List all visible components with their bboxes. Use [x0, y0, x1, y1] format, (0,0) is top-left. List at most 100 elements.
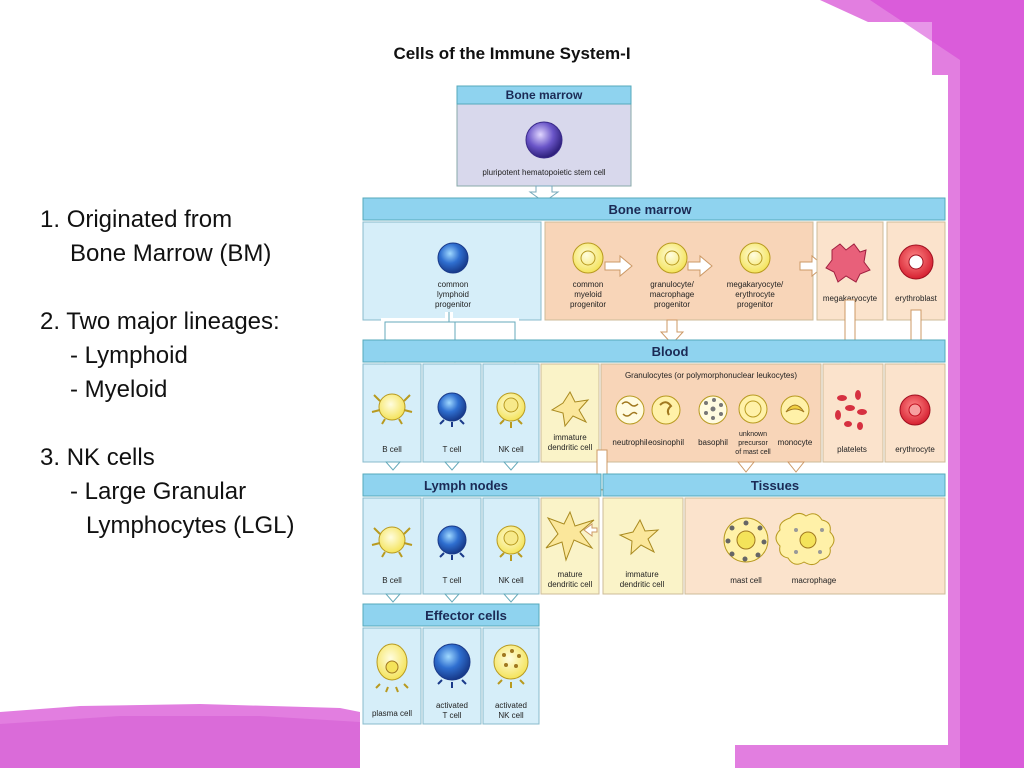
- label-line: erythrocyte: [735, 290, 775, 299]
- nk-cell-receptors: [499, 552, 523, 561]
- label-line: T cell: [443, 711, 462, 720]
- stem-cell-icon: [525, 121, 563, 159]
- right-accent-shade: [870, 0, 1024, 768]
- nucleus: [747, 250, 763, 266]
- macrophage-label: macrophage: [792, 576, 837, 585]
- nucleus: [744, 400, 762, 418]
- label-line: dendritic cell: [548, 580, 593, 589]
- tissues-label: Tissues: [751, 478, 799, 493]
- granules: [704, 398, 723, 420]
- b-cell-icon: [378, 393, 406, 421]
- nucleus: [385, 660, 399, 674]
- down-arrow: [502, 593, 520, 603]
- vacuoles: [794, 528, 824, 554]
- nucleus: [785, 404, 805, 413]
- basophil-label: basophil: [698, 438, 728, 447]
- down-arrow: [786, 461, 806, 473]
- bullet-line: - Lymphoid: [40, 339, 295, 373]
- nk-cell-receptors: [499, 419, 523, 428]
- label-line: immature: [625, 570, 659, 579]
- activated-t-cell-icon: [433, 643, 471, 681]
- megakaryocyte-label: megakaryocyte: [823, 294, 878, 303]
- nucleus: [736, 530, 756, 550]
- antibody-receptors: [371, 394, 413, 425]
- megakaryocyte-icon: [825, 243, 871, 283]
- eosinophil-label: eosinophil: [648, 438, 684, 447]
- bullet-list: 1. Originated from Bone Marrow (BM) 2. T…: [40, 203, 295, 543]
- tissue-immature-dendritic-cell-icon: [618, 518, 660, 556]
- mast-cell-precursor-icon: [738, 394, 768, 424]
- mature-dendritic-cell-icon: [545, 510, 595, 562]
- nucleus: [621, 401, 639, 417]
- down-arrow: [528, 185, 560, 203]
- t-cell-receptors: [439, 552, 465, 560]
- bullet-text: - Lymphoid: [70, 342, 188, 369]
- neutrophil-icon: [615, 395, 645, 425]
- label-line: unknown: [739, 431, 767, 438]
- label-line: dendritic cell: [620, 580, 665, 589]
- tissues-header: [602, 473, 946, 497]
- antibody-receptors: [371, 527, 413, 558]
- label-line: progenitor: [570, 300, 606, 309]
- secreted-antibodies: [375, 683, 409, 693]
- monocyte-label: monocyte: [778, 438, 813, 447]
- monocyte-icon: [780, 395, 810, 425]
- platelets-icon: [835, 390, 867, 430]
- label-line: immature: [553, 433, 587, 442]
- label-line: NK cell: [498, 711, 524, 720]
- bullet-number: 3.: [40, 444, 61, 471]
- neutrophil-label: neutrophil: [612, 438, 647, 447]
- nk-cell-receptors: [497, 679, 525, 688]
- t-cell-label: T cell: [443, 445, 462, 454]
- label-line: progenitor: [737, 300, 773, 309]
- down-arrow: [736, 461, 756, 473]
- right-arrow: [604, 254, 633, 278]
- label-line: macrophage: [650, 290, 695, 299]
- lymph-nodes-label: Lymph nodes: [424, 478, 508, 493]
- bullet-text: NK cells: [66, 444, 155, 471]
- right-accent-shape: [735, 0, 1024, 768]
- central-pallor: [908, 403, 922, 417]
- bullet-line: 1. Originated from: [40, 203, 295, 237]
- eosinophil-icon: [651, 395, 681, 425]
- granulocytes-heading: Granulocytes (or polymorphonuclear leuko…: [625, 371, 797, 380]
- label-line: granulocyte/: [650, 280, 694, 289]
- bullet-number: 2.: [40, 308, 61, 335]
- label-line: myeloid: [574, 290, 602, 299]
- bone-marrow-top-label: Bone marrow: [506, 88, 583, 102]
- granules: [725, 520, 767, 562]
- down-arrow: [659, 319, 685, 345]
- effector-cells-header: [362, 603, 540, 627]
- bullet-line: 2. Two major lineages:: [40, 305, 295, 339]
- t-cell-receptors: [437, 679, 467, 688]
- bullet-text: Lymphocytes (LGL): [86, 512, 295, 539]
- down-arrow: [502, 461, 520, 471]
- down-arrow: [443, 461, 461, 471]
- bullet-line: - Myeloid: [40, 373, 295, 407]
- nucleus: [503, 397, 519, 413]
- b-cell-label: B cell: [382, 445, 402, 454]
- label-line: dendritic cell: [548, 443, 593, 452]
- bone-marrow-top-header: [456, 85, 632, 105]
- myeloid-progenitor-icon: [572, 242, 604, 274]
- t-cell-icon: [437, 392, 467, 422]
- left-arrow: [583, 523, 598, 537]
- erythrocyte-label: erythrocyte: [895, 445, 935, 454]
- down-arrow: [384, 593, 402, 603]
- bullet-number: 1.: [40, 206, 61, 233]
- label-line: mature: [558, 570, 583, 579]
- t-cell-receptors: [439, 419, 465, 427]
- slide-title: Cells of the Immune System-I: [393, 44, 631, 63]
- nk-cell-label: NK cell: [498, 445, 524, 454]
- nucleus: [503, 530, 519, 546]
- ln-nk-cell-label: NK cell: [498, 576, 524, 585]
- activated-nk-cell-icon: [493, 644, 529, 680]
- mast-cell-label: mast cell: [730, 576, 762, 585]
- lymph-nodes-header: [362, 473, 602, 497]
- label-line: progenitor: [435, 300, 471, 309]
- erythroblast-label: erythroblast: [895, 294, 938, 303]
- label-line: precursor: [738, 440, 768, 447]
- label-line: common: [573, 280, 604, 289]
